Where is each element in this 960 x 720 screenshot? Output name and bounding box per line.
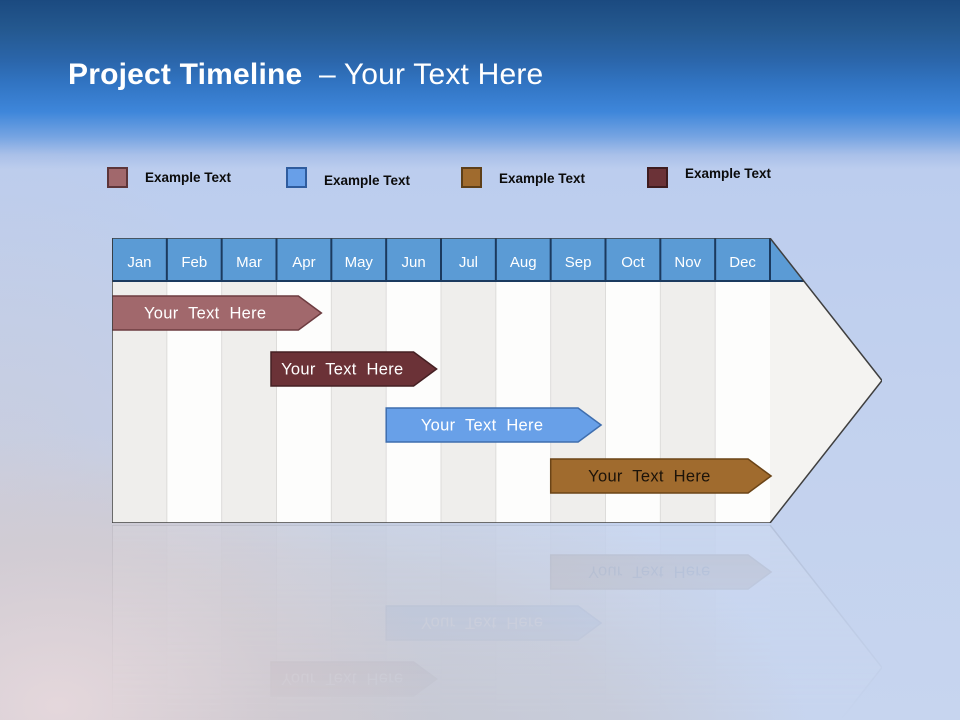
- bar-label: Your Text Here: [588, 563, 710, 581]
- legend-swatch-bronze: [461, 167, 482, 188]
- month-label: Sep: [565, 254, 592, 271]
- bar-arrow-shape[interactable]: [270, 661, 438, 697]
- bar-arrow-shape[interactable]: [385, 605, 603, 641]
- bar-label: Your Text Here: [588, 468, 710, 486]
- arrow-outline: [111, 237, 883, 524]
- legend-swatch-blue: [286, 167, 307, 188]
- legend-swatch-rose: [107, 167, 128, 188]
- arrow-shape: [112, 525, 882, 720]
- month-label: Mar: [236, 254, 262, 271]
- timeline-svg: JanFebMarAprMayJunJulAugSepOctNovDecYour…: [111, 524, 883, 720]
- bar-arrow-shape[interactable]: [549, 554, 773, 590]
- bar-label: Your Text Here: [421, 614, 543, 632]
- month-label: May: [345, 254, 374, 271]
- timeline-bar[interactable]: Your Text Here: [111, 295, 323, 331]
- arrow-outline: [111, 524, 883, 720]
- chart-body: [112, 525, 770, 720]
- timeline-bar[interactable]: Your Text Here: [549, 458, 773, 494]
- bar-arrow-shape[interactable]: [385, 407, 603, 443]
- legend-swatch-maroon: [647, 167, 668, 188]
- timeline-bar[interactable]: Your Text Here: [270, 351, 438, 387]
- month-label: Apr: [292, 254, 315, 271]
- column-stripe: [331, 525, 387, 720]
- month-label: Dec: [729, 254, 756, 271]
- timeline-bar[interactable]: Your Text Here: [549, 554, 773, 590]
- legend-label: Example Text: [499, 171, 586, 186]
- month-label: Oct: [621, 254, 645, 271]
- bar-label: Your Text Here: [144, 305, 266, 323]
- timeline-svg: Jan Feb Mar Apr May Jun Jul Aug Sep Oct Nov DecYour…: [111, 237, 883, 524]
- bar-arrow-shape[interactable]: [270, 351, 438, 387]
- legend-item-1[interactable]: Example Text: [107, 165, 231, 190]
- column-stripe: [441, 525, 496, 720]
- slide-title[interactable]: Project Timeline – Your Text Here: [68, 58, 543, 92]
- bar-label: Your Text Here: [281, 670, 403, 688]
- month-label: Nov: [674, 254, 701, 271]
- month-label: Feb: [181, 254, 207, 271]
- chart-reflection: JanFebMarAprMayJunJulAugSepOctNovDecYour…: [111, 524, 883, 720]
- bar-arrow-shape[interactable]: [549, 458, 773, 494]
- timeline-bar[interactable]: Your Text Here: [270, 661, 438, 697]
- slide-title-bold: Project Timeline: [68, 58, 303, 91]
- column-stripe: [221, 525, 277, 720]
- slide-title-regular: – Your Text Here: [318, 58, 544, 91]
- legend-item-3[interactable]: Example Text: [461, 165, 585, 192]
- month-label: Aug: [510, 254, 537, 271]
- timeline-bar[interactable]: Your Text Here: [385, 407, 603, 443]
- column-stripe: [441, 281, 496, 523]
- legend-label: Example Text: [324, 173, 411, 188]
- column-stripe: [112, 525, 167, 720]
- bar-label: Your Text Here: [281, 361, 403, 379]
- bar-label: Your Text Here: [421, 417, 543, 435]
- column-stripe: [550, 525, 606, 720]
- month-label: Jan: [127, 254, 151, 271]
- month-label: Jun: [401, 254, 425, 271]
- legend-label: Example Text: [685, 166, 772, 181]
- column-stripe: [660, 525, 716, 720]
- legend-item-2[interactable]: Example Text: [286, 165, 410, 197]
- legend-item-4[interactable]: Example Text: [647, 165, 771, 188]
- month-label: Jul: [459, 254, 478, 271]
- timeline-bar[interactable]: Your Text Here: [385, 605, 603, 641]
- month-header-band: [112, 238, 804, 281]
- column-stripe: [331, 281, 387, 523]
- legend-label: Example Text: [145, 170, 232, 185]
